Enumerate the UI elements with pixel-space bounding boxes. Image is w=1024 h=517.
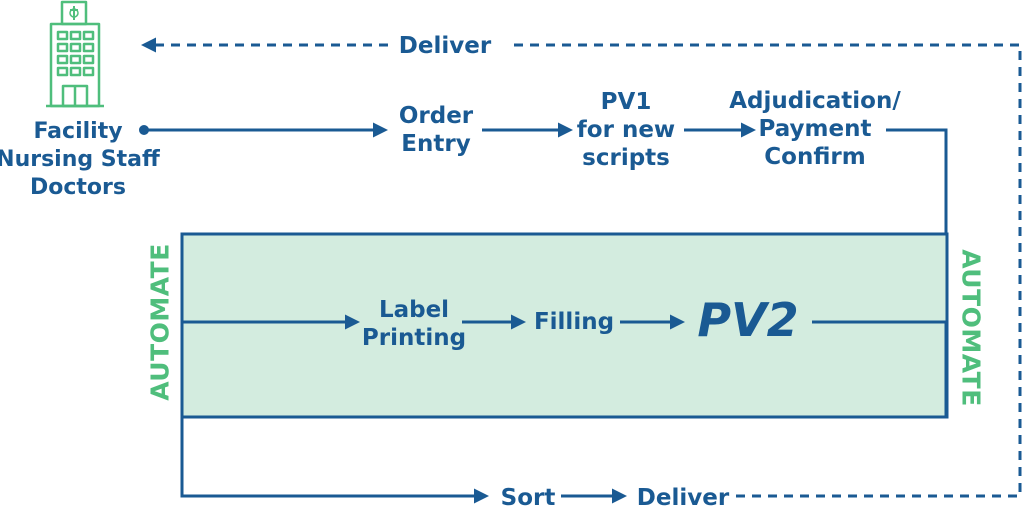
pv1-line-2: for new: [576, 117, 676, 143]
facility-line-3: Doctors: [29, 175, 126, 200]
filling-label: Filling: [533, 309, 615, 335]
adjudication-line-2: Payment: [758, 116, 872, 142]
deliver-top-label: Deliver: [398, 33, 492, 59]
label-printing-line-2: Printing: [361, 325, 467, 351]
facility-label: Facility Nursing Staff Doctors: [0, 118, 160, 202]
pv2-to-band-edge-connector: [812, 320, 948, 417]
automate-left-label: AUTOMATE: [145, 243, 175, 401]
hospital-building-icon: [46, 0, 104, 108]
sort-label: Sort: [500, 485, 556, 511]
adjudication-to-band-connector: [886, 128, 948, 234]
order-entry-label: Order Entry: [399, 102, 473, 158]
order-entry-line-1: Order: [398, 103, 474, 129]
adjudication-line-3: Confirm: [764, 144, 866, 170]
pv2-label: PV2: [697, 293, 799, 347]
facility-line-1: Facility: [33, 119, 123, 144]
automation-band: [180, 232, 949, 419]
deliver-bottom-label: Deliver: [636, 485, 730, 511]
label-printing-line-1: Label: [378, 297, 450, 323]
pv1-line-1: PV1: [600, 89, 652, 115]
label-printing-label: Label Printing: [362, 296, 466, 352]
adjudication-label: Adjudication/ Payment Confirm: [729, 87, 900, 171]
adjudication-line-1: Adjudication/: [729, 88, 901, 114]
band-to-sort-arrow: [180, 417, 489, 504]
automate-right-label: AUTOMATE: [956, 249, 986, 407]
pv1-line-3: scripts: [582, 145, 670, 171]
order-entry-line-2: Entry: [401, 131, 471, 157]
pv1-label: PV1 for new scripts: [577, 88, 675, 172]
facility-line-2: Nursing Staff: [0, 147, 160, 172]
